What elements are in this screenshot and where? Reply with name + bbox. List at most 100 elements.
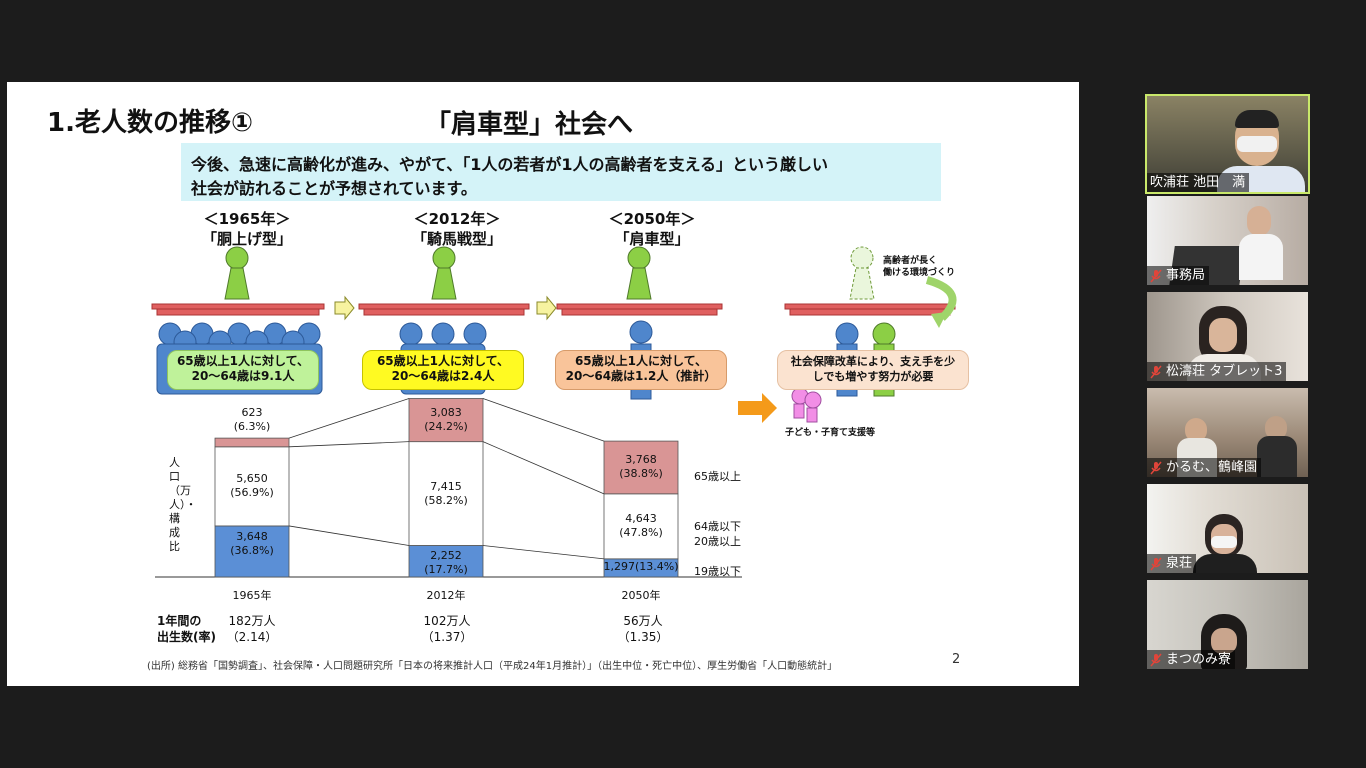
- participant-name-row: まつのみ寮: [1147, 650, 1236, 669]
- bar-share-label: (24.2%): [424, 420, 468, 434]
- future-note-line2: 働ける環境づくり: [883, 268, 956, 278]
- series-label-64under: 64歳以下: [694, 520, 741, 533]
- series-label-20over: 20歳以上: [694, 535, 741, 548]
- era-1965-year: ＜1965年＞: [203, 210, 291, 228]
- era-2012-callout-line2: 20～64歳は2.4人: [391, 369, 495, 383]
- banner-line-1: 今後、急速に高齢化が進み、やがて、「1人の若者が1人の高齢者を支える」という厳し…: [191, 155, 828, 174]
- participant-tile[interactable]: 吹浦荘 池田 満: [1145, 94, 1310, 194]
- mic-muted-icon: [1150, 461, 1162, 474]
- era-2050-type: 「肩車型」: [614, 230, 690, 248]
- participant-name-row: かるむ、鶴峰園: [1147, 458, 1262, 477]
- era-2050-callout-line2: 20～64歳は1.2人（推計）: [565, 369, 717, 383]
- era-2012-type: 「騎馬戦型」: [411, 230, 502, 248]
- bar-share-label: (47.8%): [619, 526, 663, 540]
- category-label: 1965年: [232, 589, 272, 602]
- births-1965: 182万人 （2.14）: [212, 613, 292, 645]
- future-note: 高齢者が長く 働ける環境づくり: [883, 255, 955, 279]
- summary-banner: 今後、急速に高齢化が進み、やがて、「1人の若者が1人の高齢者を支える」という厳し…: [181, 143, 941, 201]
- category-label: 2050年: [621, 589, 661, 602]
- slide-heading: 「肩車型」社会へ: [425, 110, 634, 140]
- bar-share-label: (56.9%): [230, 486, 274, 500]
- births-2012: 102万人 （1.37）: [407, 613, 487, 645]
- era-2012-callout-line1: 65歳以上1人に対して、: [376, 354, 510, 368]
- participant-tile[interactable]: 松濤荘 タブレット3: [1147, 292, 1308, 381]
- participant-name-row: 松濤荘 タブレット3: [1147, 362, 1287, 381]
- era-2012-year: ＜2012年＞: [413, 210, 501, 228]
- page-number: 2: [952, 652, 961, 667]
- participant-name-row: 泉荘: [1147, 554, 1197, 573]
- bar-share-label: (17.7%): [424, 563, 468, 577]
- bar-connector: [288, 441, 410, 448]
- bar-value-label: 3,648: [236, 529, 268, 543]
- bar-value-label: 4,643: [625, 512, 657, 526]
- participant-tile[interactable]: かるむ、鶴峰園: [1147, 388, 1308, 477]
- births-2012-count: 102万人: [423, 614, 471, 628]
- bar-value-label: 623: [241, 406, 263, 420]
- era-2012-callout: 65歳以上1人に対して、 20～64歳は2.4人: [362, 350, 524, 390]
- era-2050-year: ＜2050年＞: [608, 210, 696, 228]
- era-1965-callout-line2: 20～64歳は9.1人: [191, 369, 295, 383]
- births-label: 1年間の 出生数(率): [157, 613, 216, 645]
- participant-name: まつのみ寮: [1166, 652, 1232, 667]
- bar-segment: [214, 446, 290, 527]
- bar-connector: [482, 398, 605, 442]
- series-label-65plus: 65歳以上: [694, 470, 741, 483]
- births-1965-rate: （2.14）: [226, 630, 278, 644]
- bar-segment: [408, 441, 484, 546]
- slide-title: 1.老人数の推移①: [47, 108, 253, 138]
- bar-share-label: (36.8%): [230, 543, 274, 557]
- category-label: 2012年: [426, 589, 466, 602]
- bar-value-label: 2,252: [430, 549, 462, 563]
- mic-muted-icon: [1150, 269, 1162, 282]
- bar-value-label: 5,650: [236, 472, 268, 486]
- births-2050: 56万人 （1.35）: [603, 613, 683, 645]
- bar-share-label: (58.2%): [424, 493, 468, 507]
- participant-name: 事務局: [1166, 268, 1206, 283]
- births-2012-rate: （1.37）: [421, 630, 473, 644]
- participant-tile[interactable]: まつのみ寮: [1147, 580, 1308, 669]
- bar-value-label: 3,083: [430, 406, 462, 420]
- mic-muted-icon: [1150, 653, 1162, 666]
- future-callout-line2: しでも増やす努力が必要: [812, 370, 934, 383]
- participant-name: かるむ、鶴峰園: [1166, 460, 1258, 475]
- future-arrow: [738, 393, 777, 423]
- participant-tile[interactable]: 事務局: [1147, 196, 1308, 285]
- bar-share-label: (38.8%): [619, 467, 663, 481]
- future-note-line1: 高齢者が長く: [883, 256, 938, 266]
- bar-connector: [482, 545, 605, 560]
- future-callout: 社会保障改革により、支え手を少 しでも増やす努力が必要: [777, 350, 969, 390]
- births-1965-count: 182万人: [228, 614, 276, 628]
- series-label-19under: 19歳以下: [694, 565, 741, 578]
- participant-name-row: 事務局: [1147, 266, 1210, 285]
- banner-line-2: 社会が訪れることが予想されています。: [191, 179, 477, 198]
- births-label-line1: 1年間の: [157, 614, 202, 628]
- mic-muted-icon: [1150, 557, 1162, 570]
- source-note: (出所) 総務省「国勢調査」、社会保障・人口問題研究所「日本の将来推計人口（平成…: [147, 661, 838, 672]
- era-1965-callout: 65歳以上1人に対して、 20～64歳は9.1人: [167, 350, 319, 390]
- bar-segment: [408, 545, 484, 578]
- bar-segment: [214, 525, 290, 578]
- births-label-line2: 出生数(率): [157, 630, 216, 644]
- bar-value-label: 3,768: [625, 453, 657, 467]
- mic-muted-icon: [1150, 365, 1162, 378]
- bar-share-label: (6.3%): [233, 420, 271, 434]
- era-1965-type: 「胴上げ型」: [201, 230, 292, 248]
- bar-connector: [288, 525, 410, 546]
- participant-name: 泉荘: [1166, 556, 1193, 571]
- participant-name: 吹浦荘 池田 満: [1147, 173, 1250, 192]
- children-support-note: 子ども・子育て支援等: [785, 428, 876, 438]
- era-2050-callout: 65歳以上1人に対して、 20～64歳は1.2人（推計）: [555, 350, 727, 390]
- era-1965-callout-line1: 65歳以上1人に対して、: [176, 354, 310, 368]
- births-2050-rate: （1.35）: [617, 630, 669, 644]
- bar-connector: [288, 398, 410, 439]
- births-2050-count: 56万人: [623, 614, 663, 628]
- bar-segment: [214, 437, 290, 448]
- era-2050-callout-line1: 65歳以上1人に対して、: [574, 354, 708, 368]
- bar-connector: [482, 441, 605, 495]
- participant-tile[interactable]: 泉荘: [1147, 484, 1308, 573]
- participant-name: 松濤荘 タブレット3: [1166, 364, 1283, 379]
- future-callout-line1: 社会保障改革により、支え手を少: [790, 355, 956, 368]
- future-figures: [784, 246, 957, 423]
- bar-value-label: 1,297(13.4%): [603, 559, 679, 573]
- shared-slide: 1.老人数の推移① 「肩車型」社会へ 今後、急速に高齢化が進み、やがて、「1人の…: [7, 82, 1079, 686]
